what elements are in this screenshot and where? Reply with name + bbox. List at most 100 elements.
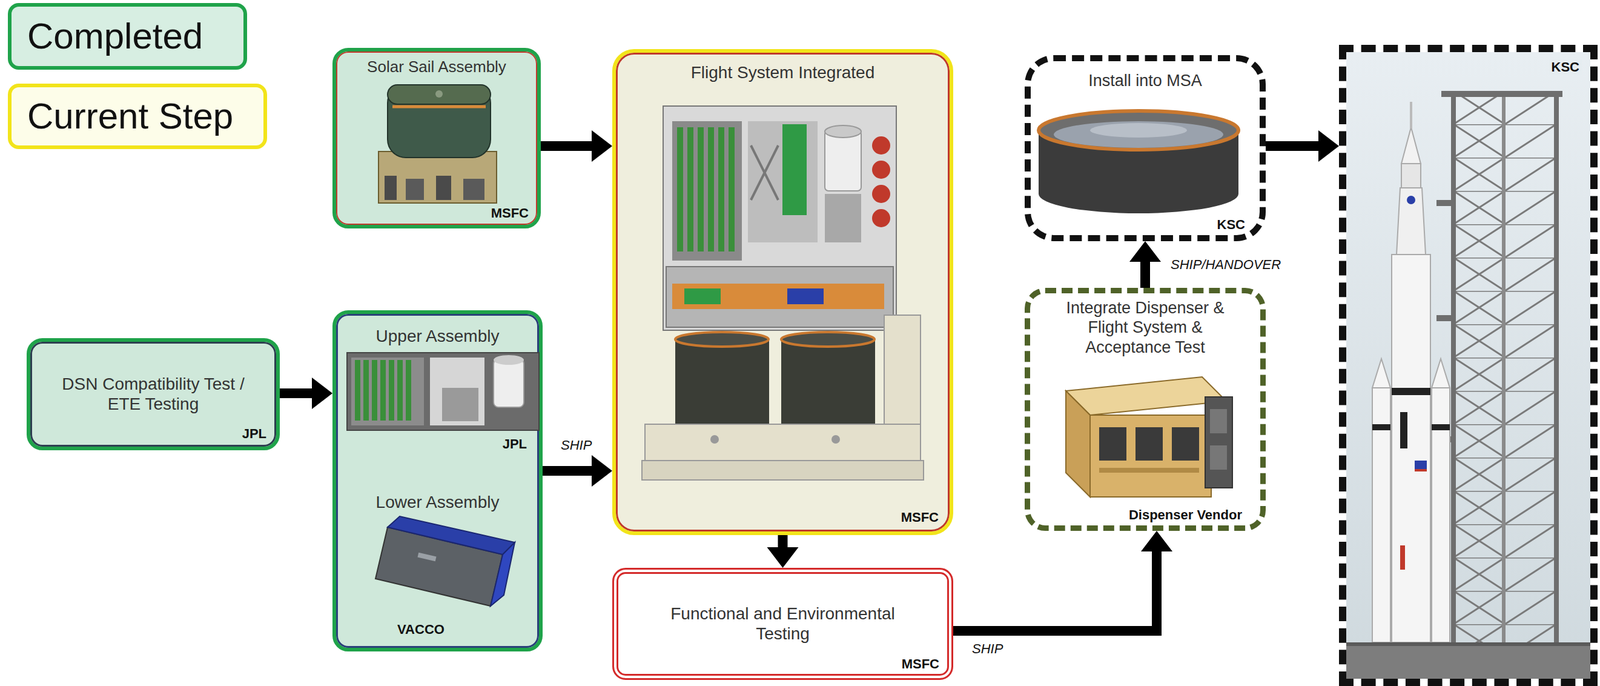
rocket-photo-part: [1400, 411, 1408, 449]
rocket-photo-part: [1414, 460, 1427, 469]
node-text: MSFC: [901, 509, 939, 526]
text-holder: Dispenser Vendor: [1128, 506, 1243, 523]
label-holder: SHIP: [558, 437, 594, 453]
arrow-head: [1140, 530, 1173, 552]
node-text: KSC: [1549, 59, 1582, 76]
arrow-connector: [279, 377, 333, 409]
node-text: Upper Assembly: [376, 325, 500, 347]
text-holder: MSFC: [901, 655, 940, 672]
arrow-shaft: [279, 388, 312, 398]
arrow-connector: [767, 534, 799, 568]
rocket-photo-part: [1453, 90, 1557, 642]
text-holder: JPL: [500, 436, 530, 452]
rocket-photo-part: [1372, 387, 1391, 642]
arrow-connector: [540, 130, 613, 162]
node-text: Functional and Environmental Testing: [655, 603, 911, 644]
edge-label: SHIP: [558, 437, 594, 453]
rocket-photo-part: [1431, 358, 1450, 388]
process-box: Integrate Dispenser & Flight System & Ac…: [1024, 287, 1266, 531]
arrow-shaft: [778, 534, 788, 547]
arrow-shaft: [953, 551, 1157, 631]
node-text: Dispenser Vendor: [1128, 506, 1243, 523]
rocket-photo-part: [1501, 90, 1506, 642]
process-box: Upper AssemblyJPL Lower AssemblyVACCO: [332, 310, 543, 652]
node-text: KSC: [1217, 216, 1246, 233]
arrow-shaft: [542, 465, 592, 476]
rocket-photo-part: [1436, 199, 1454, 206]
text-holder: KSC: [1217, 216, 1246, 233]
arrow-head: [767, 546, 799, 568]
text-holder: MSFC: [901, 509, 939, 526]
node-text: Solar Sail Assembly: [366, 57, 507, 77]
text-holder: Upper Assembly: [336, 325, 539, 347]
process-box: Install into MSA KSC: [1024, 55, 1266, 242]
rocket-photo-part: [1451, 90, 1456, 642]
rocket-photo-part: [1401, 127, 1421, 164]
node-text: Flight System Integrated: [690, 62, 875, 83]
process-box: Flight System IntegratedMSFC: [612, 49, 954, 535]
rocket-photo-part: [1431, 387, 1450, 642]
rocket-photo-part: [1409, 101, 1413, 129]
rocket-photo-part: [1391, 254, 1431, 642]
node-text: MSFC: [491, 205, 529, 222]
rocket-photo-part: [1346, 52, 1591, 679]
arrow-head: [1129, 241, 1161, 262]
edge-label: SHIP/HANDOVER: [1168, 256, 1283, 273]
text-holder: DSN Compatibility Test / ETE Testing: [30, 373, 277, 415]
text-holder: MSFC: [491, 205, 529, 222]
legend-text: Current Step: [27, 94, 234, 139]
node-text: JPL: [242, 425, 267, 442]
arrow-head: [1318, 130, 1339, 162]
rocket-photo-part: [1346, 641, 1591, 646]
text-holder: Install into MSA: [1030, 70, 1260, 91]
text-holder: KSC: [1549, 59, 1582, 76]
node-text: Lower Assembly: [376, 491, 500, 513]
process-box: Functional and Environmental TestingMSFC: [612, 567, 954, 680]
arrow-shaft: [1265, 141, 1319, 151]
text-holder: Solar Sail Assembly: [336, 57, 538, 77]
rocket-photo-part: [1414, 468, 1427, 472]
arrow-connector: [953, 530, 1173, 631]
legend-swatch: Current Step: [7, 83, 268, 149]
node-text: MSFC: [901, 655, 940, 672]
node-text: Install into MSA: [1088, 70, 1203, 91]
photo-frame: KSC: [1338, 44, 1598, 686]
rocket-photo-part: [1372, 423, 1391, 430]
arrow-shaft: [1140, 261, 1151, 288]
arrow-head: [311, 377, 333, 409]
rocket-photo-part: [1396, 187, 1426, 255]
rocket-photo-part: [1431, 423, 1450, 430]
text-holder: VACCO: [384, 621, 458, 638]
rocket-photo-part: [1372, 358, 1391, 388]
arrow-connector: [1265, 130, 1339, 162]
rocket-photo-part: [1391, 387, 1431, 395]
legend-text: Completed: [27, 14, 203, 59]
text-holder: Lower Assembly: [336, 491, 539, 513]
rocket-photo: [1346, 52, 1591, 679]
text-holder: Flight System Integrated: [615, 62, 950, 83]
arrow-head: [591, 130, 613, 162]
label-holder: SHIP: [970, 640, 1005, 657]
node-text: DSN Compatibility Test / ETE Testing: [47, 373, 260, 415]
rocket-photo-part: [1346, 641, 1591, 679]
edge-label: SHIP: [970, 640, 1005, 657]
text-holder: Functional and Environmental Testing: [614, 603, 952, 644]
process-box: DSN Compatibility Test / ETE TestingJPL: [26, 337, 280, 450]
rocket-photo-part: [1400, 545, 1405, 570]
node-text: Integrate Dispenser & Flight System & Ac…: [1048, 297, 1243, 357]
rocket-photo-part: [1436, 436, 1454, 443]
arrow-connector: [1129, 241, 1161, 288]
arrow-head: [591, 454, 613, 487]
rocket-photo-part: [1401, 163, 1421, 188]
text-holder: JPL: [242, 425, 267, 442]
rocket-photo-part: [1441, 90, 1563, 97]
arrow-connector: [542, 454, 613, 487]
legend-swatch: Completed: [7, 3, 248, 70]
rocket-photo-part: [1436, 314, 1454, 321]
rocket-photo-part: [1553, 90, 1559, 642]
label-holder: SHIP/HANDOVER: [1168, 256, 1283, 273]
arrow-shaft: [540, 141, 592, 151]
node-text: VACCO: [394, 621, 447, 638]
node-text: JPL: [500, 436, 530, 452]
